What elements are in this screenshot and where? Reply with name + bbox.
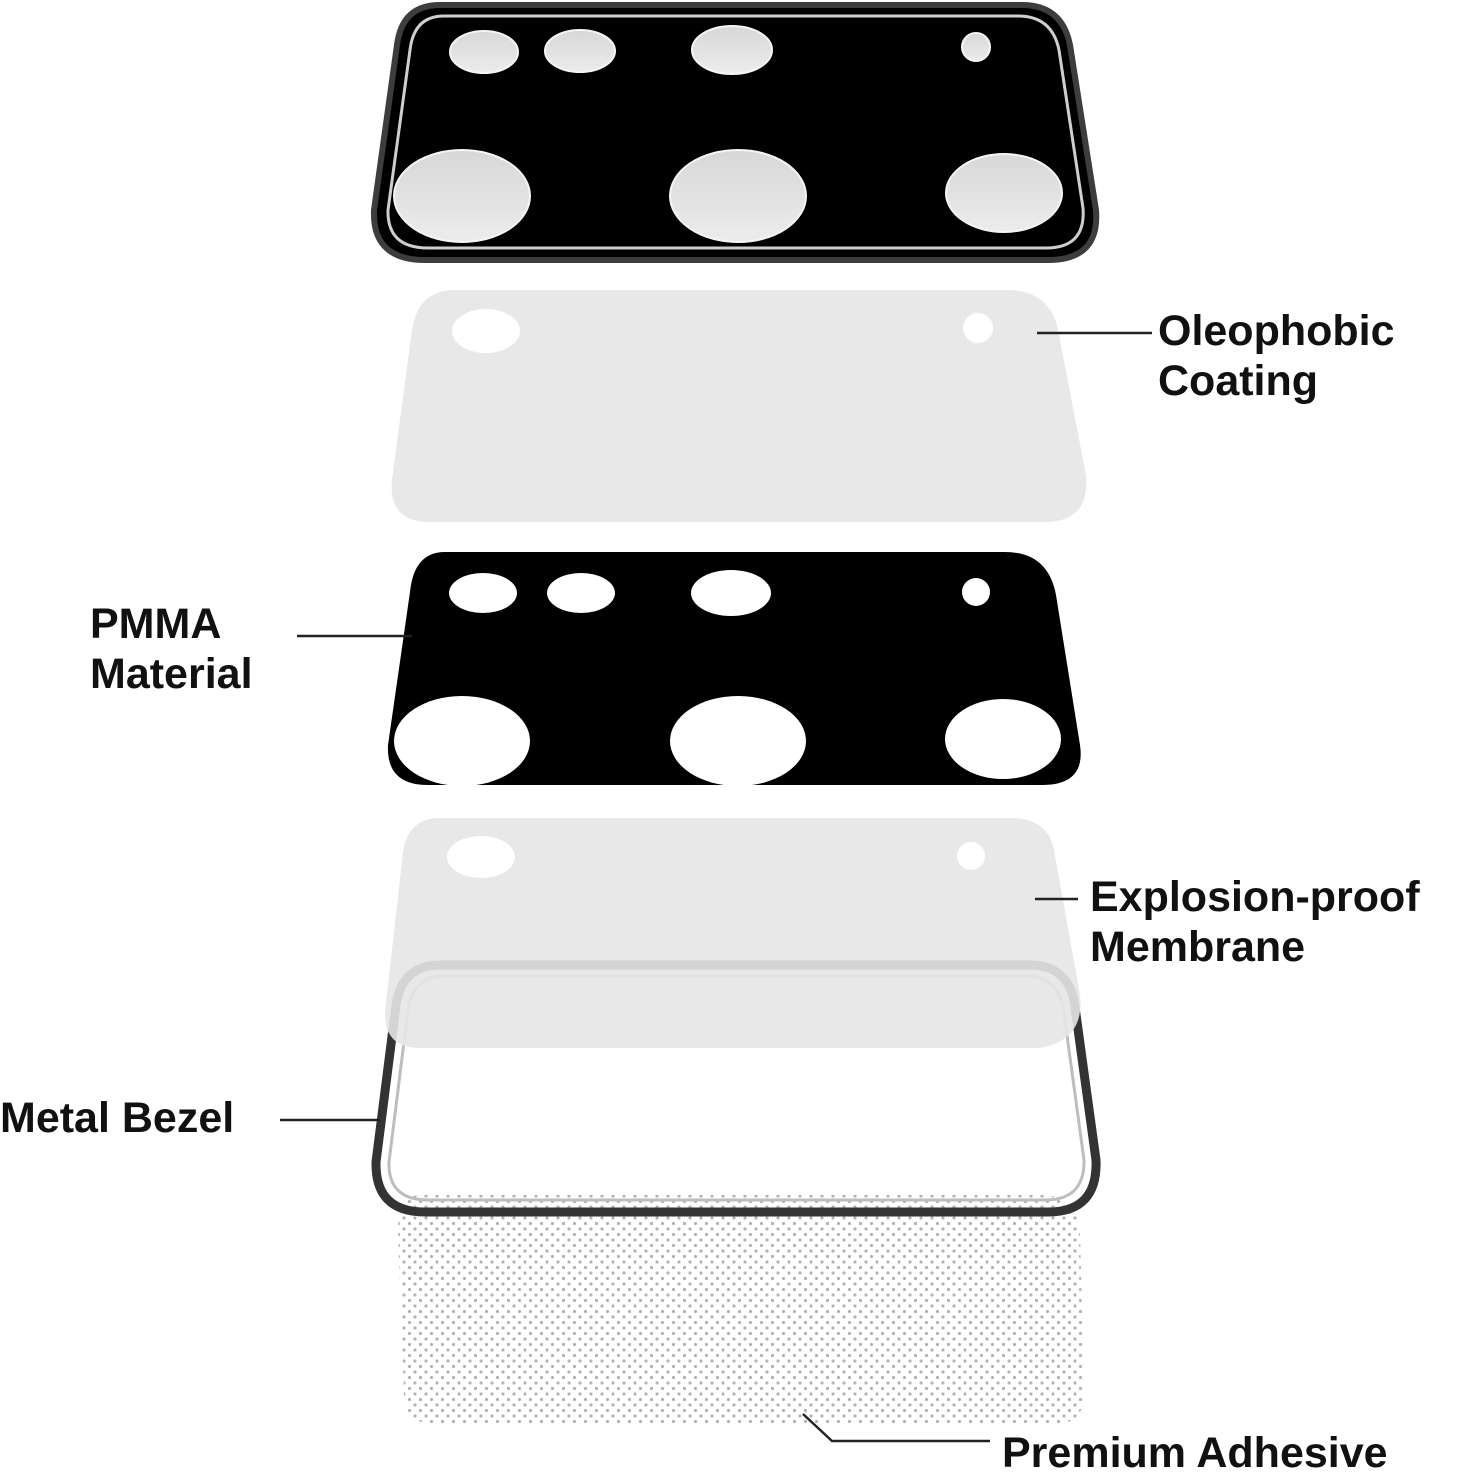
top-cover-lens [393, 149, 531, 243]
top-cover-lens [691, 25, 773, 75]
explosion-proof-membrane-layer [384, 818, 1081, 1048]
top-cover-rim-highlight [386, 14, 1085, 250]
membrane-lens-hole [447, 836, 515, 878]
top-cover-lens [945, 153, 1063, 233]
top-cover-rim [370, 2, 1100, 263]
adhesive-label-line1: Premium Adhesive [1002, 1429, 1388, 1477]
pmma-lens-hole [691, 570, 771, 616]
top-cover-lens [449, 30, 519, 74]
oleophobic-label-line2: Coating [1158, 357, 1318, 405]
bezel-label-line1: Metal Bezel [0, 1094, 234, 1142]
oleophobic-flash-hole [963, 313, 993, 343]
membrane-flash-hole [957, 842, 985, 870]
pmma-plate-shape [387, 552, 1081, 785]
pmma-label: PMMA Material [90, 600, 253, 698]
pmma-lens-hole [394, 696, 530, 786]
adhesive-layer [398, 1195, 1084, 1425]
pmma-lens-hole [449, 573, 517, 613]
explosion-label-line1: Explosion-proof [1090, 873, 1420, 921]
oleophobic-label-line1: Oleophobic [1158, 307, 1395, 355]
explosion-label: Explosion-proof Membrane [1090, 873, 1432, 971]
oleophobic-film-shape [391, 290, 1087, 522]
oleophobic-coating-layer [391, 290, 1087, 522]
pmma-flash-hole [962, 578, 990, 606]
pmma-lens-hole [547, 573, 615, 613]
membrane-film-shape [384, 818, 1081, 1048]
pmma-label-line2: Material [90, 650, 253, 698]
pmma-material-layer [387, 552, 1081, 786]
pmma-label-line1: PMMA [90, 600, 220, 648]
pmma-lens-hole [945, 699, 1061, 779]
top-cover-flash [961, 32, 991, 62]
top-cover-lens [669, 149, 807, 243]
adhesive-leader-line [802, 1413, 990, 1443]
adhesive-sheet-shape [398, 1195, 1084, 1425]
pmma-lens-hole [670, 696, 806, 786]
top-cover-lens [544, 29, 616, 73]
bezel-label: Metal Bezel [0, 1094, 234, 1142]
adhesive-label: Premium Adhesive [1002, 1429, 1388, 1477]
oleophobic-label: Oleophobic Coating [1158, 307, 1406, 405]
top-cover-layer [370, 2, 1100, 263]
explosion-label-line2: Membrane [1090, 923, 1305, 971]
oleophobic-lens-hole [452, 309, 520, 353]
